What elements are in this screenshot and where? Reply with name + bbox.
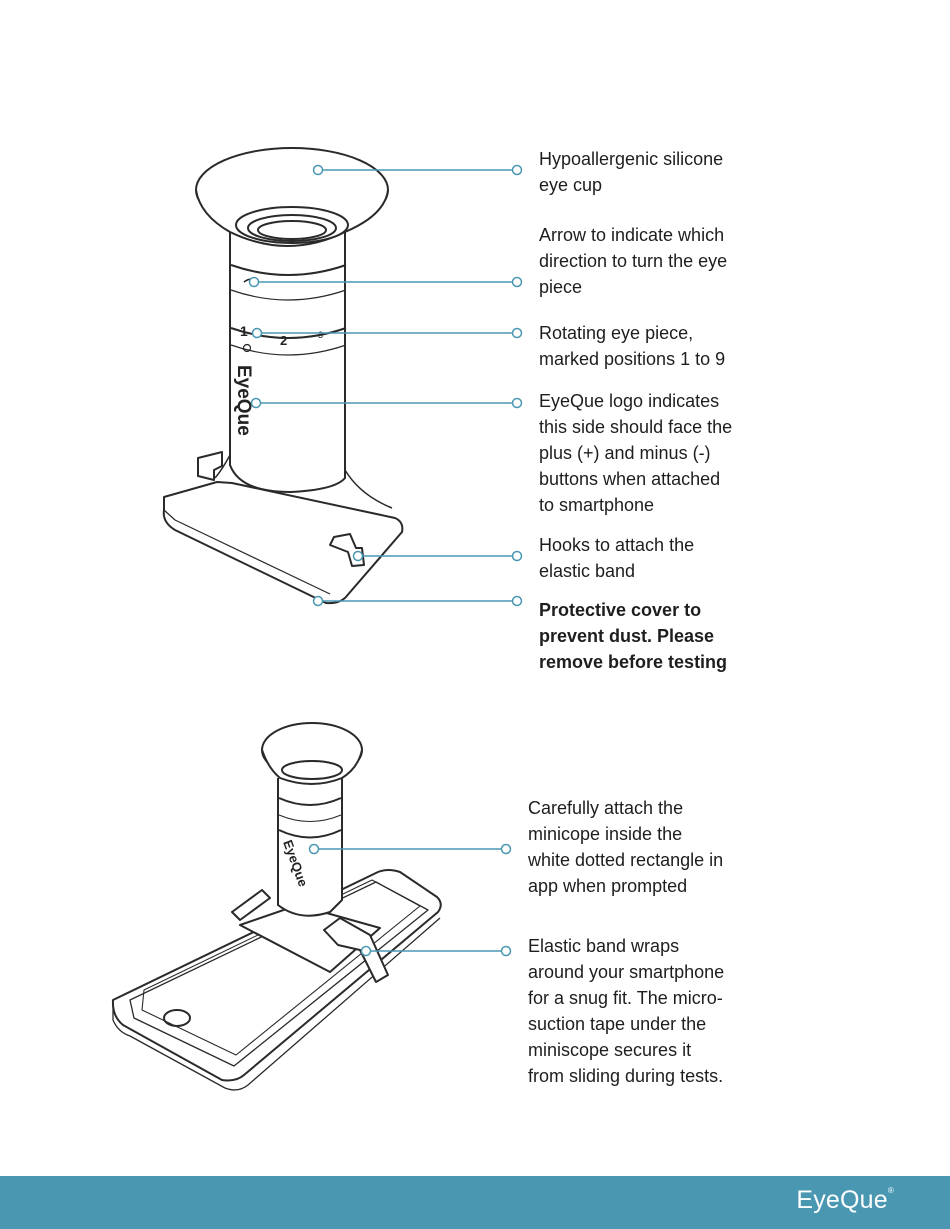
base-plate <box>162 481 404 605</box>
dial-number-1: 1 <box>240 323 248 339</box>
dial-number-3: 3 <box>318 330 323 340</box>
smartphone <box>111 869 442 1082</box>
tube-logo: EyeQue <box>233 365 254 436</box>
dial-dot <box>242 343 252 353</box>
dial-number-2: 2 <box>280 333 287 348</box>
footer-logo-text: EyeQue <box>796 1186 888 1214</box>
trademark-mark: ® <box>887 1186 894 1195</box>
footer-bar: EyeQue® <box>0 1176 950 1229</box>
callout-elastic-band: Elastic band wraps around your smartphon… <box>528 936 725 1086</box>
callout-attach-minicope: Carefully attach the minicope inside the… <box>528 798 724 896</box>
left-hook <box>197 451 223 481</box>
elastic-band <box>323 917 389 983</box>
callout-arrow: Arrow to indicate which direction to tur… <box>539 225 728 297</box>
callout-logo-side: EyeQue logo indicates this side should f… <box>539 391 733 515</box>
callout-protective-cover: Protective cover to prevent dust. Please… <box>539 600 728 672</box>
callout-rotating-eye-piece: Rotating eye piece, marked positions 1 t… <box>539 323 726 369</box>
callout-hooks: Hooks to attach the elastic band <box>539 535 695 581</box>
eyeque-logo: EyeQue® <box>796 1186 894 1215</box>
callout-eye-cup: Hypoallergenic silicone eye cup <box>539 149 724 195</box>
